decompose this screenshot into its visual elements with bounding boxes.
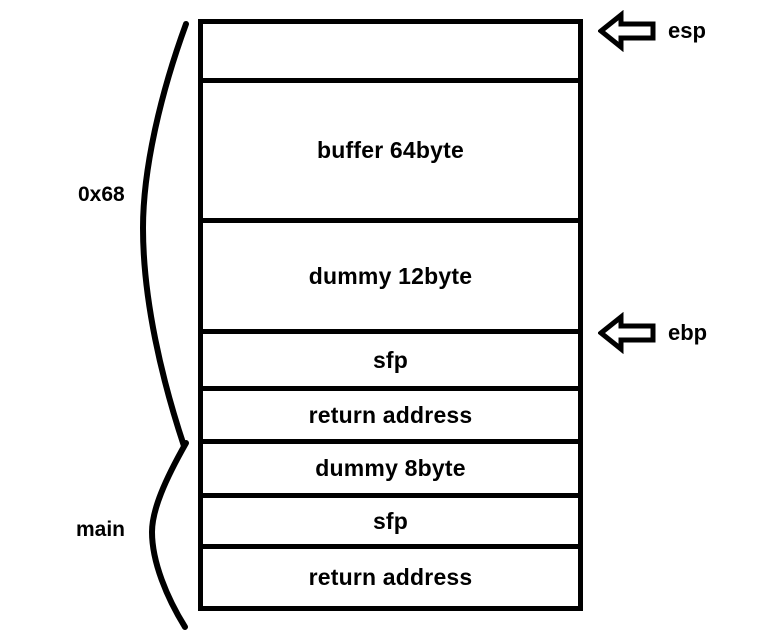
row-sfp-1-label: sfp xyxy=(372,346,409,373)
pointer-esp-label: esp xyxy=(668,18,706,43)
row-return-address-2: return address xyxy=(203,549,578,606)
row-dummy-12: dummy 12byte xyxy=(203,223,578,334)
pointer-ebp-label: ebp xyxy=(668,320,708,345)
row-dummy-8: dummy 8byte xyxy=(203,444,578,498)
row-buffer-label: buffer 64byte xyxy=(316,137,465,163)
row-return-address-1-label: return address xyxy=(308,401,473,428)
arrow-left-block-icon xyxy=(598,312,656,354)
row-sfp-2: sfp xyxy=(203,498,578,549)
row-return-address-2-label: return address xyxy=(308,564,473,590)
brace-0x68-icon xyxy=(139,21,189,449)
group-label-main: main xyxy=(76,518,126,541)
group-label-0x68: 0x68 xyxy=(78,183,125,206)
stack-box: buffer 64byte dummy 12byte sfp return ad… xyxy=(198,19,583,611)
row-dummy-8-label: dummy 8byte xyxy=(315,455,466,481)
row-sfp-2-label: sfp xyxy=(372,507,409,534)
row-sfp-1: sfp xyxy=(203,334,578,391)
pointer-ebp: ebp xyxy=(598,311,707,355)
pointer-esp: esp xyxy=(598,9,706,53)
arrow-left-block-icon xyxy=(598,10,656,52)
row-dummy-12-label: dummy 12byte xyxy=(308,262,473,289)
row-return-address-1: return address xyxy=(203,391,578,444)
row-empty-top xyxy=(203,24,578,83)
row-buffer: buffer 64byte xyxy=(203,83,578,223)
brace-main-icon xyxy=(148,440,189,630)
